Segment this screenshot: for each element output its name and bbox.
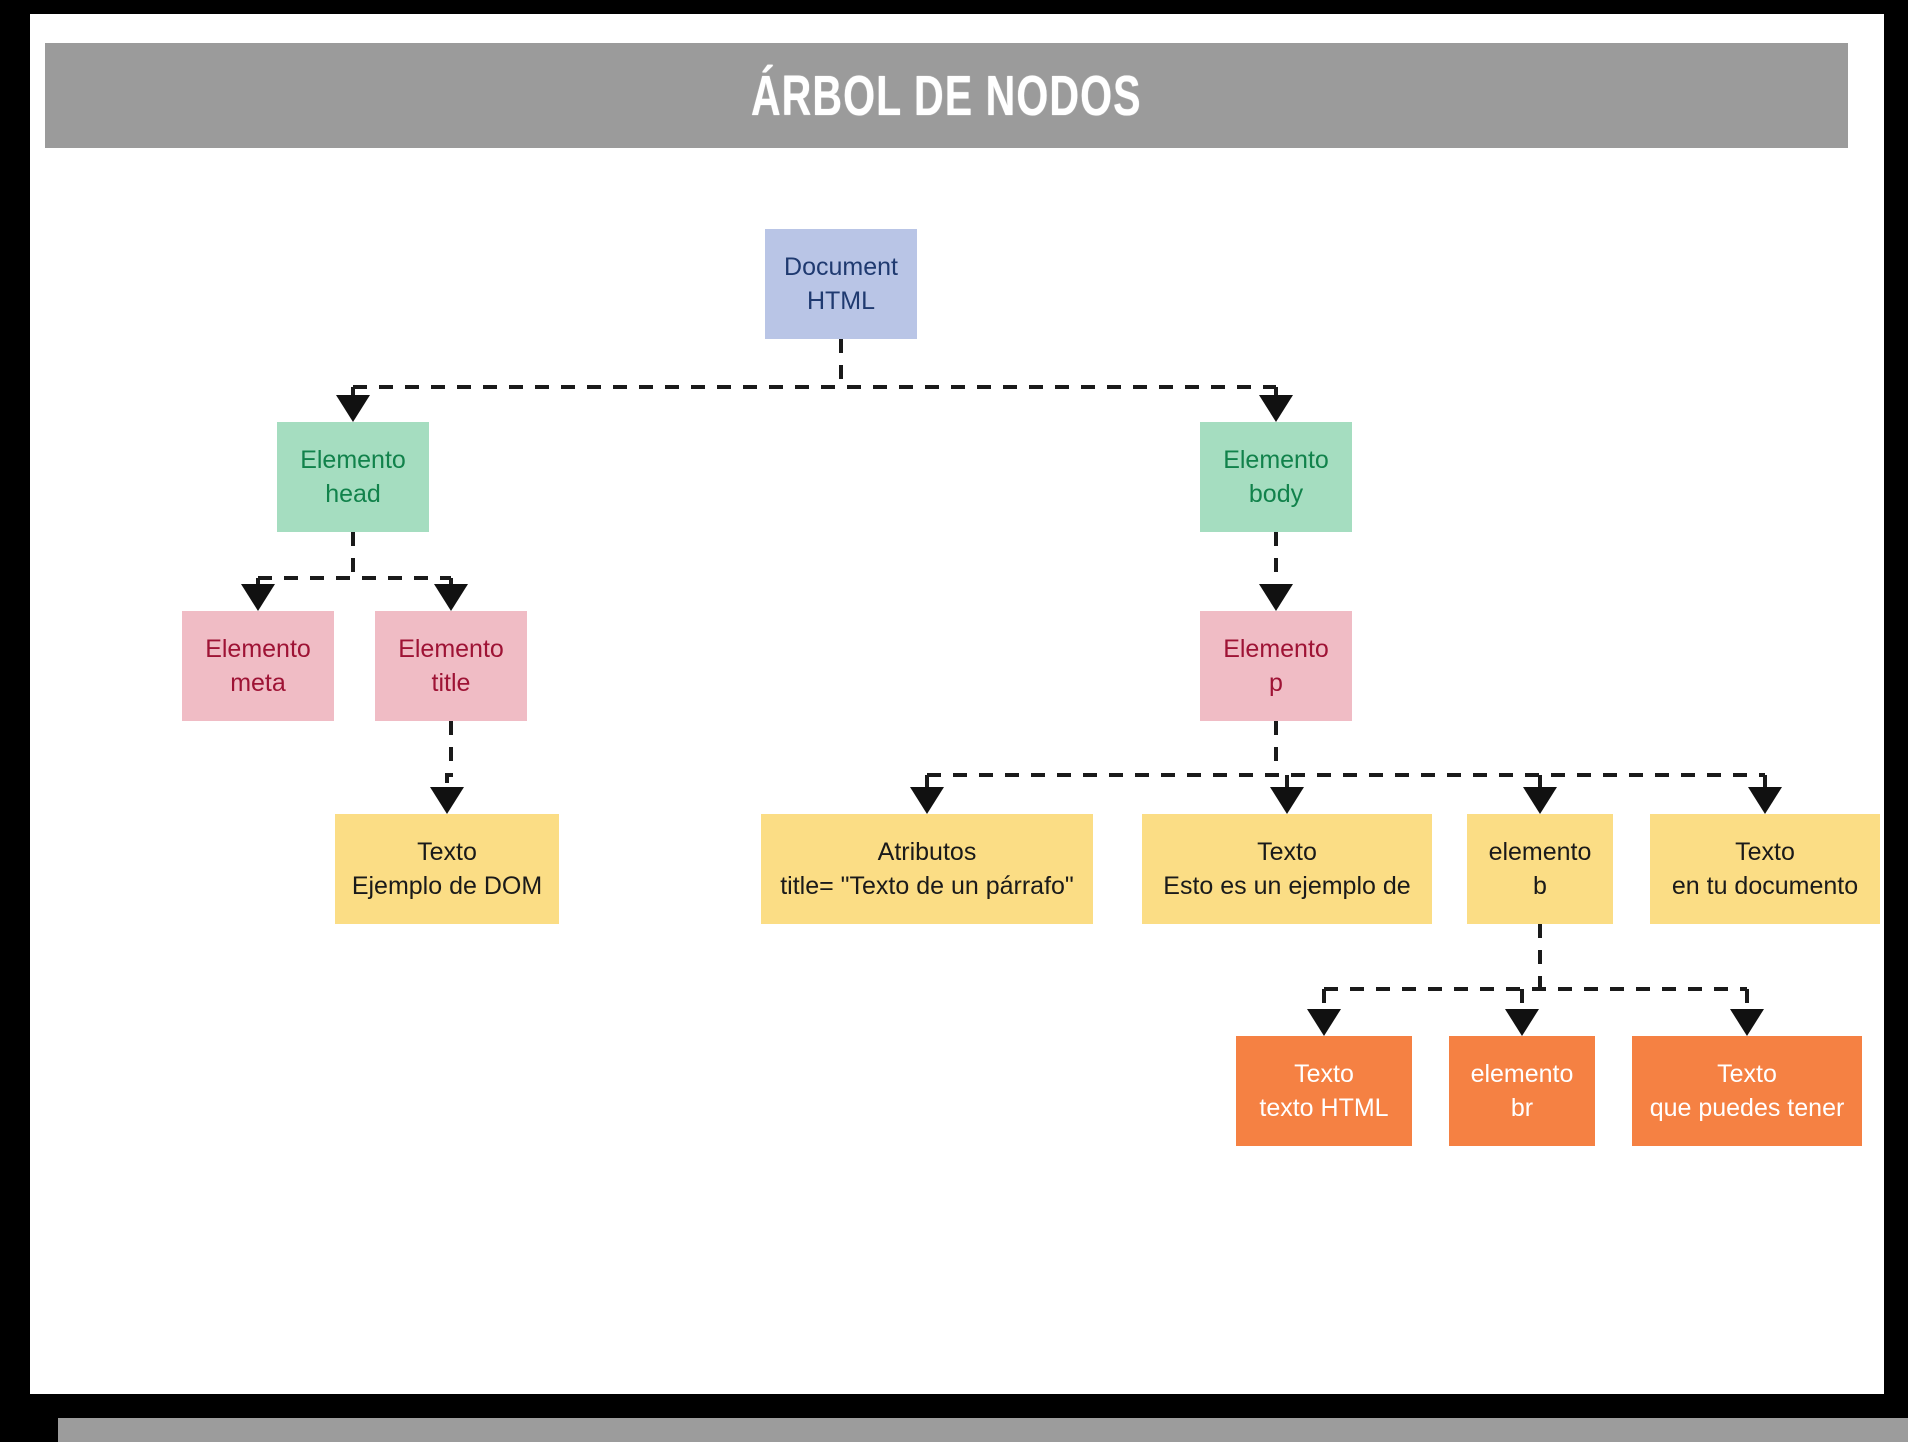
node-box[interactable] [1142, 814, 1432, 924]
node-label-line2: b [1533, 872, 1547, 900]
connector-group-body [1259, 532, 1293, 611]
node-box[interactable] [761, 814, 1093, 924]
node-label-line1: Texto [1294, 1060, 1354, 1088]
node-label-line1: Elemento [398, 635, 504, 663]
node-label-line1: Elemento [1223, 635, 1329, 663]
page-title: ÁRBOL DE NODOS [751, 63, 1142, 128]
node-label-line2: texto HTML [1259, 1094, 1388, 1122]
title-bar: ÁRBOL DE NODOS [45, 43, 1848, 148]
node-box[interactable] [277, 422, 429, 532]
white-canvas [30, 14, 1884, 1394]
arrowhead-icon [1523, 787, 1557, 814]
node-label-line1: Atributos [878, 838, 977, 866]
node-box[interactable] [182, 611, 334, 721]
connector-group-document [336, 339, 1293, 422]
node-label-line2: que puedes tener [1650, 1094, 1845, 1122]
node-label-line2: body [1249, 480, 1304, 508]
node-txt-html[interactable]: Texto texto HTML [1236, 1036, 1412, 1146]
node-box[interactable] [1236, 1036, 1412, 1146]
node-p[interactable]: Elemento p [1200, 611, 1352, 721]
arrowhead-icon [1748, 787, 1782, 814]
node-body[interactable]: Elemento body [1200, 422, 1352, 532]
arrowhead-icon [1259, 584, 1293, 611]
node-box[interactable] [375, 611, 527, 721]
arrowhead-icon [1259, 395, 1293, 422]
node-meta[interactable]: Elemento meta [182, 611, 334, 721]
node-label-line2: Ejemplo de DOM [352, 872, 542, 900]
node-tree-diagram: DocumentHTMLElementoheadElementobodyElem… [182, 229, 1880, 1146]
node-label-line1: elemento [1471, 1060, 1574, 1088]
node-box[interactable] [1200, 611, 1352, 721]
connector-group-title [430, 721, 464, 814]
node-label-line2: p [1269, 669, 1283, 697]
node-box[interactable] [1200, 422, 1352, 532]
node-label-line1: Document [784, 253, 898, 281]
node-label-line2: br [1511, 1094, 1533, 1122]
node-label-line1: Texto [417, 838, 477, 866]
node-label-line1: Elemento [205, 635, 311, 663]
connector-line [445, 721, 453, 787]
drop-shadow-strip [58, 1418, 1908, 1442]
node-box[interactable] [765, 229, 917, 339]
arrowhead-icon [241, 584, 275, 611]
connector-group-head [241, 532, 468, 611]
node-head[interactable]: Elemento head [277, 422, 429, 532]
connector-group-elem-b [1307, 924, 1764, 1036]
node-label-line2: head [325, 480, 381, 508]
connector-group-p [910, 721, 1782, 814]
node-label-line1: Elemento [300, 446, 406, 474]
node-label-line2: meta [230, 669, 286, 697]
node-label-line1: Elemento [1223, 446, 1329, 474]
arrowhead-icon [1270, 787, 1304, 814]
frame-right-edge [1884, 14, 1908, 1442]
node-box[interactable] [1467, 814, 1613, 924]
node-box[interactable] [335, 814, 559, 924]
node-label-line2: en tu documento [1672, 872, 1858, 900]
node-label-line1: elemento [1489, 838, 1592, 866]
node-txt-doc[interactable]: Texto en tu documento [1650, 814, 1880, 924]
node-label-line2: title= "Texto de un párrafo" [780, 872, 1074, 900]
node-title[interactable]: Elemento title [375, 611, 527, 721]
arrowhead-icon [1307, 1009, 1341, 1036]
node-attrs[interactable]: Atributos title= "Texto de un párrafo" [761, 814, 1093, 924]
arrowhead-icon [430, 787, 464, 814]
node-label-line1: Texto [1257, 838, 1317, 866]
arrowhead-icon [336, 395, 370, 422]
arrowhead-icon [1505, 1009, 1539, 1036]
arrowhead-icon [434, 584, 468, 611]
node-box[interactable] [1449, 1036, 1595, 1146]
node-label-line2: Esto es un ejemplo de [1163, 872, 1410, 900]
node-box[interactable] [1650, 814, 1880, 924]
nodes-layer: DocumentHTMLElementoheadElementobodyElem… [182, 229, 1880, 1146]
node-label-line2: title [432, 669, 471, 697]
connectors-layer [241, 339, 1782, 1036]
node-txt-tener[interactable]: Texto que puedes tener [1632, 1036, 1862, 1146]
arrowhead-icon [910, 787, 944, 814]
node-elem-br[interactable]: elemento br [1449, 1036, 1595, 1146]
arrowhead-icon [1730, 1009, 1764, 1036]
node-label-line1: Texto [1735, 838, 1795, 866]
node-label-line1: Texto [1717, 1060, 1777, 1088]
node-label-line2: HTML [807, 287, 875, 315]
node-elem-b[interactable]: elemento b [1467, 814, 1613, 924]
node-box[interactable] [1632, 1036, 1862, 1146]
